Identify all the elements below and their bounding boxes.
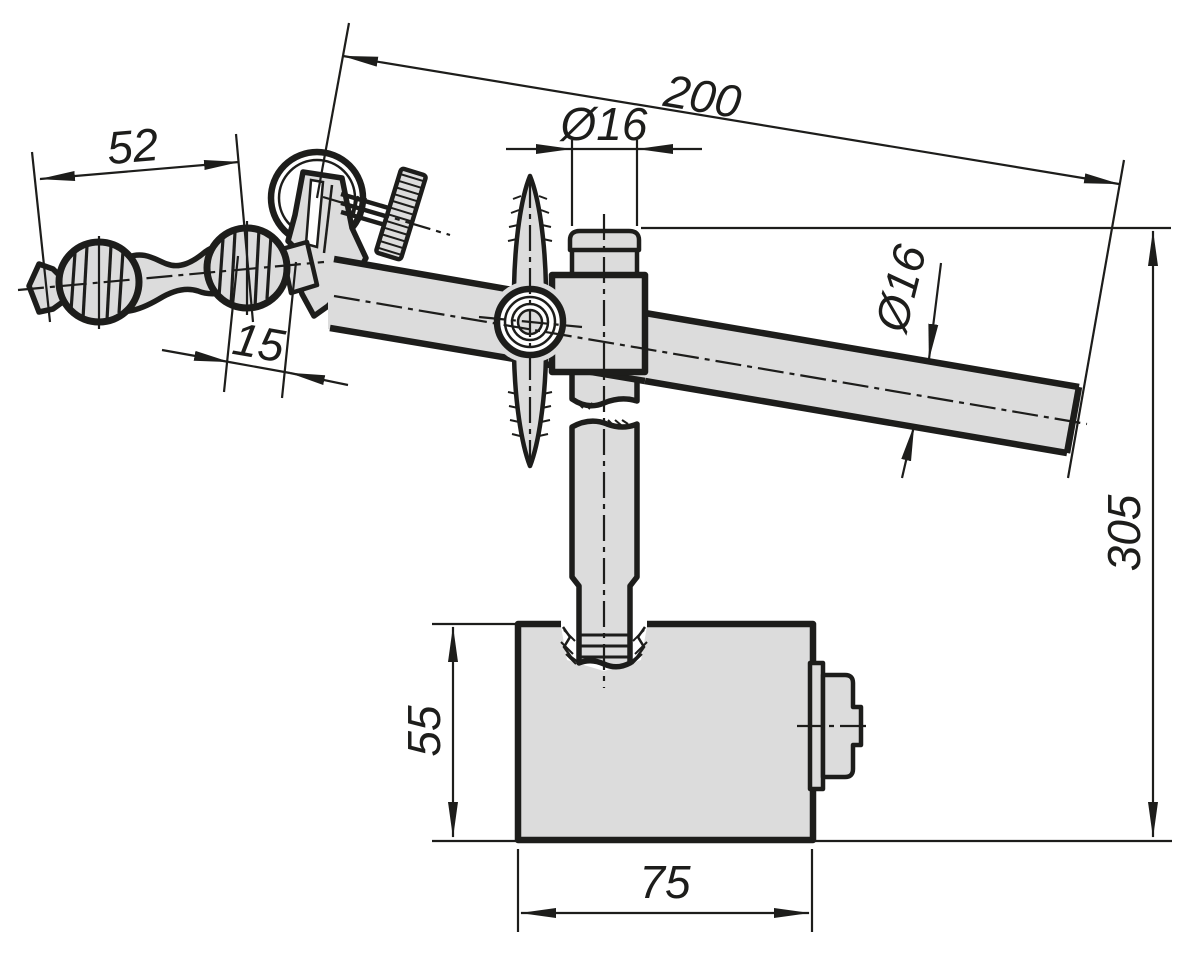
dim-d16-column: Ø16 [506, 98, 702, 226]
dim-200: 200 [315, 22, 1126, 479]
dim-305: 305 [641, 226, 1171, 838]
screw-axis [322, 195, 451, 237]
ball-joint-holder [26, 221, 320, 329]
base-body [518, 624, 813, 840]
holder-axis [17, 260, 325, 292]
dim-label-75: 75 [639, 856, 691, 908]
rod-end-face [1063, 386, 1083, 454]
column-lower [569, 418, 640, 670]
dim-label-200: 200 [660, 64, 746, 128]
dim-75: 75 [516, 849, 814, 932]
dim-15: 15 [161, 255, 349, 399]
rod-right-fill [645, 313, 1079, 453]
rod-axis [333, 294, 1088, 426]
dim-label-52: 52 [105, 118, 161, 174]
thread-hole-right [629, 626, 648, 665]
rod [328, 255, 1083, 457]
cross-clamp [489, 173, 649, 469]
centerlines [17, 182, 1088, 728]
wing-nut [489, 173, 571, 469]
dim-label-305: 305 [1098, 494, 1150, 571]
knurled-head [374, 166, 428, 262]
dim-label-15: 15 [229, 312, 289, 372]
wing-knurling [507, 195, 553, 437]
clamp-inner-edge [322, 184, 334, 254]
dimensions: 52 15 200 Ø16 [30, 22, 1171, 932]
dim-label-d16-rod: Ø16 [864, 239, 936, 338]
base-outline [514, 620, 817, 844]
column-top-cap [567, 228, 642, 253]
dim-label-55: 55 [398, 705, 450, 757]
dim-label-d16-column: Ø16 [559, 98, 648, 150]
dim-55: 55 [398, 622, 517, 838]
dim-52: 52 [30, 118, 255, 323]
magnetic-base [432, 620, 1172, 844]
thread-hole-left [560, 626, 580, 665]
